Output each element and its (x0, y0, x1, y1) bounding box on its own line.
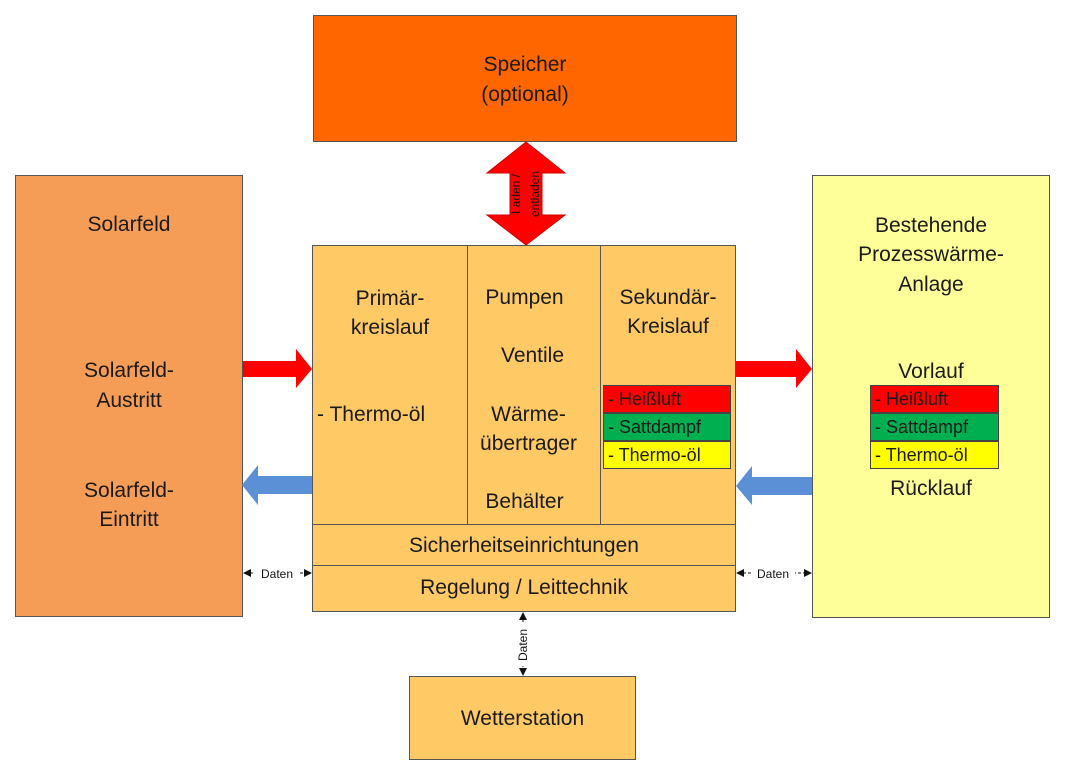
storage-subtitle: (optional) (481, 83, 569, 106)
primary-line2: kreislauf (350, 316, 430, 339)
divider-2 (600, 245, 601, 525)
central-unit: Primär- kreislauf - Thermo-öl Pumpen Ven… (312, 245, 736, 612)
solarfield-outlet-line1: Solarfeld- (84, 359, 174, 382)
weather-station-label: Wetterstation (460, 707, 585, 730)
hot-arrow-central-to-process (736, 349, 812, 388)
divider-h2 (312, 565, 736, 566)
storage-box: Speicher (optional) (313, 15, 737, 142)
storage-double-arrow (485, 141, 567, 246)
solarfield-title: Solarfeld (87, 213, 171, 236)
data-label-bottom: Daten (516, 629, 530, 661)
process-supply: Vorlauf (898, 360, 964, 383)
data-connector-right (736, 566, 812, 580)
component-tank: Behälter (485, 490, 564, 513)
secondary-line1: Sekundär- (619, 286, 717, 309)
component-valves: Ventile (500, 344, 565, 367)
process-fluid-heissluft: - Heißluft (870, 385, 999, 413)
component-pumps: Pumpen (485, 286, 564, 309)
cold-arrow-central-to-solar (242, 465, 312, 505)
process-title-line3: Anlage (898, 273, 964, 296)
storage-title: Speicher (483, 53, 567, 76)
data-label-left: Daten (261, 567, 293, 581)
component-hx-line2: übertrager (480, 432, 577, 455)
control-label: Regelung / Leittechnik (420, 576, 628, 599)
secondary-fluid-sattdampf: - Sattdampf (603, 413, 731, 441)
process-title-line1: Bestehende (874, 214, 988, 237)
solarfield-outlet-line2: Austritt (96, 389, 162, 412)
secondary-fluid-thermooel: - Thermo-öl (603, 441, 731, 469)
component-hx-line1: Wärme- (491, 403, 566, 426)
process-return: Rücklauf (890, 477, 972, 500)
cold-arrow-process-to-central (736, 466, 812, 505)
data-connector-bottom (516, 612, 530, 676)
safety-label: Sicherheitseinrichtungen (409, 534, 639, 557)
hot-arrow-solar-to-central (243, 349, 312, 388)
divider-h1 (312, 524, 736, 525)
weather-station-box: Wetterstation (409, 676, 636, 760)
data-connector-left (243, 566, 312, 580)
solarfield-box: Solarfeld Solarfeld- Austritt Solarfeld-… (15, 175, 243, 617)
secondary-fluid-heissluft: - Heißluft (603, 385, 731, 413)
solarfield-inlet-line2: Eintritt (99, 508, 159, 531)
storage-arrow-label-2: entladen (528, 171, 542, 217)
data-label-right: Daten (757, 567, 789, 581)
process-title-line2: Prozesswärme- (858, 243, 1004, 266)
process-box: Bestehende Prozesswärme- Anlage Vorlauf … (812, 175, 1050, 618)
process-fluid-sattdampf: - Sattdampf (870, 413, 999, 441)
process-fluid-thermooel: - Thermo-öl (870, 441, 999, 469)
primary-line1: Primär- (355, 287, 425, 310)
solarfield-inlet-line1: Solarfeld- (84, 479, 174, 502)
secondary-line2: Kreislauf (627, 315, 709, 338)
storage-arrow-label-1: Laden / (509, 173, 523, 214)
primary-fluid: - Thermo-öl (317, 403, 426, 426)
divider-1 (467, 245, 468, 525)
